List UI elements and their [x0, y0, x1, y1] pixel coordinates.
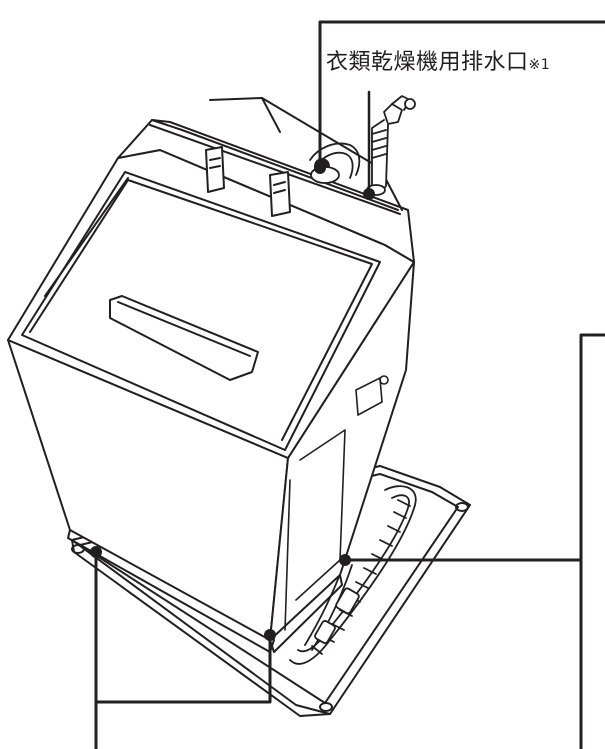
dot-dryer-drain [314, 162, 326, 174]
leader-bottom-feet [94, 550, 272, 749]
dot-foot-right [264, 629, 276, 641]
faucet [366, 95, 416, 196]
drain-hose [289, 485, 417, 665]
dot-drain-hose [339, 554, 351, 566]
dryer-drain-port-label: 衣類乾燥機用排水口※1 [326, 44, 550, 76]
dot-foot-left [90, 546, 102, 558]
leader-top-dryer [318, 20, 605, 170]
dot-faucet [363, 188, 375, 200]
leader-right-hose [343, 333, 605, 749]
lid [21, 171, 381, 451]
callout-dots [90, 162, 375, 641]
side-panel-details [284, 375, 389, 631]
dryer-drain-port-text: 衣類乾燥機用排水口 [326, 50, 529, 75]
footnote-mark: ※1 [528, 57, 551, 73]
control-panel [117, 97, 415, 263]
leader-lines [94, 20, 605, 749]
